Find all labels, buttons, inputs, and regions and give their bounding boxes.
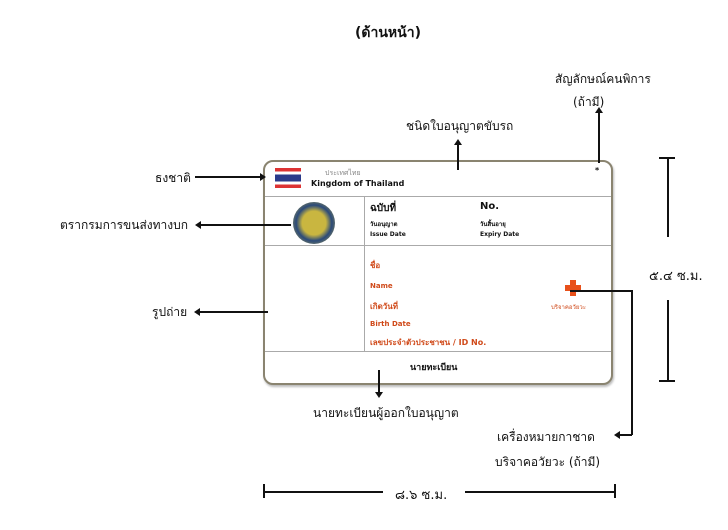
license-type-label: ชนิดใบอนุญาตขับรถ: [406, 119, 514, 133]
driver-license-card: ประเทศไทย Kingdom of Thailand * ฉบับที่ …: [263, 160, 613, 385]
name-th: ชื่อ: [370, 261, 381, 270]
arrow: [454, 139, 461, 170]
dim-tick: [659, 380, 675, 382]
arrow: [614, 431, 632, 438]
arrow: [375, 370, 382, 398]
birth-en: Birth Date: [370, 320, 411, 328]
dept-seal-icon: [293, 202, 335, 244]
donor-text: บริจาคอวัยวะ: [551, 304, 587, 311]
disability-label: สัญลักษณ์คนพิการ: [555, 72, 651, 86]
red-cross-label: เครื่องหมายกาชาด: [497, 430, 595, 444]
page-title: (ด้านหน้า): [355, 25, 421, 41]
registrar-text: นายทะเบียน: [410, 363, 458, 373]
arrow: [195, 173, 266, 180]
flag-label: ธงชาติ: [155, 171, 191, 185]
issue-en: Issue Date: [370, 231, 406, 238]
expiry-en: Expiry Date: [480, 231, 520, 238]
dim-line: [667, 157, 669, 237]
birth-th: เกิดวันที่: [370, 302, 399, 311]
no-en: No.: [480, 201, 500, 212]
disability-if-any: (ถ้ามี): [573, 95, 605, 109]
dim-line: [465, 491, 615, 493]
name-en: Name: [370, 282, 393, 290]
country-en: Kingdom of Thailand: [311, 179, 405, 188]
no-th: ฉบับที่: [370, 203, 397, 214]
height-label: ๕.๔ ซ.ม.: [649, 269, 703, 284]
width-label: ๘.๖ ซ.ม.: [395, 488, 448, 503]
dim-line: [667, 300, 669, 380]
dim-tick: [614, 484, 616, 498]
country-th: ประเทศไทย: [325, 169, 361, 177]
id-no: เลขประจำตัวประชาชน / ID No.: [370, 338, 487, 347]
thai-flag-icon: [275, 168, 301, 188]
organ-donation-label: บริจาคอวัยวะ (ถ้ามี): [495, 455, 601, 469]
red-cross-icon: [565, 280, 581, 296]
seal-label: ตรากรมการขนส่งทางบก: [60, 218, 189, 232]
arrow: [595, 107, 602, 163]
issue-th: วันอนุญาต: [370, 221, 398, 228]
leader-line: [631, 290, 633, 435]
photo-label: รูปถ่าย: [152, 305, 188, 319]
expiry-th: วันสิ้นอายุ: [480, 221, 506, 228]
disability-symbol: *: [595, 166, 600, 175]
dim-line: [263, 491, 383, 493]
arrow: [194, 308, 268, 315]
arrow: [195, 221, 291, 228]
registrar-label: นายทะเบียนผู้ออกใบอนุญาต: [313, 406, 459, 420]
leader-line: [570, 290, 632, 292]
